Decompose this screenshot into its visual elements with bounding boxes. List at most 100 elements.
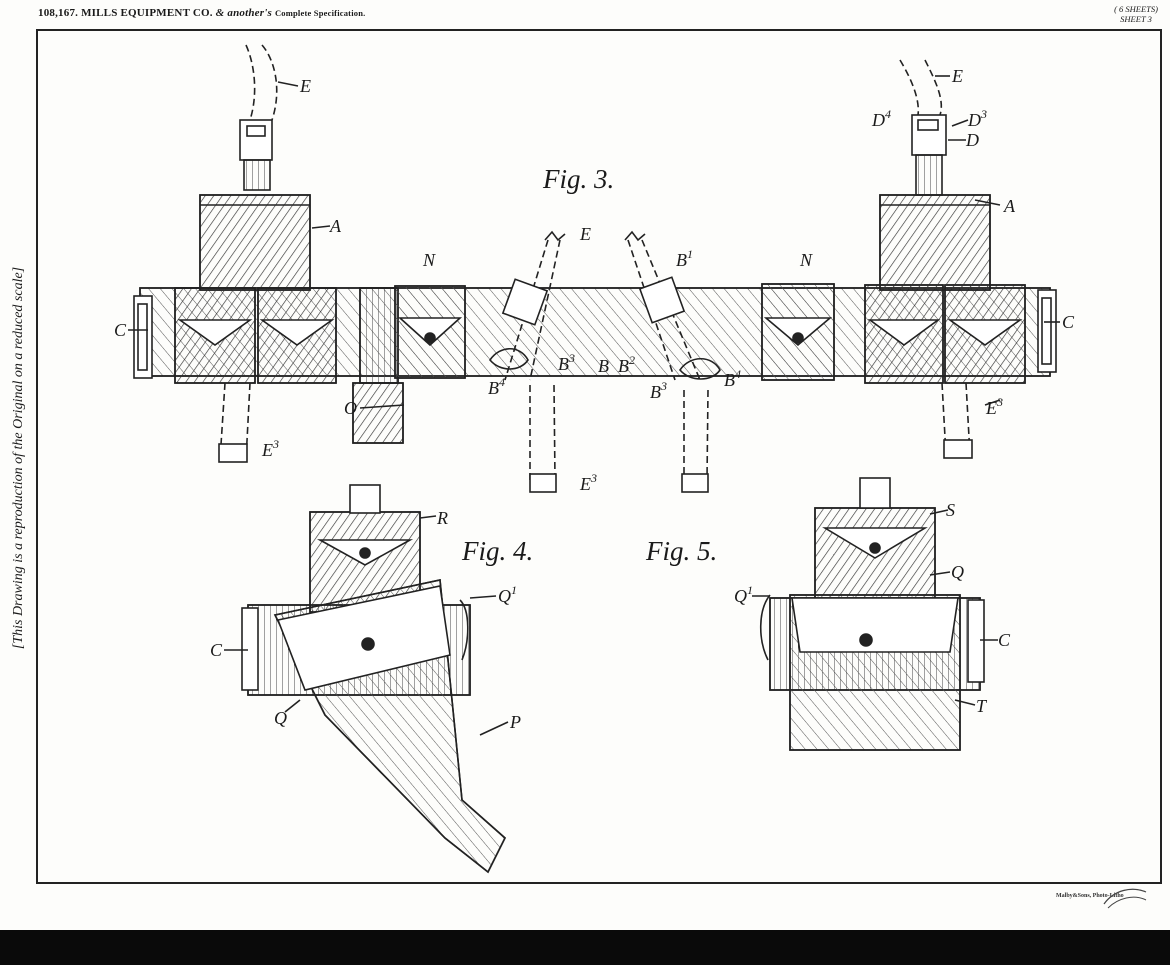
frog-o-base: [352, 382, 404, 444]
strap-e3-left-a: [219, 382, 226, 461]
leader-q-fig4: [284, 699, 301, 713]
pouch-a-left: [199, 194, 311, 291]
frog-o-base-outline: [352, 382, 404, 444]
brace-right-a: [627, 239, 676, 381]
frog-o: [359, 287, 399, 384]
strap-e3-left-tip: [218, 443, 248, 463]
hook-b4-left: [489, 347, 529, 370]
strap-e3-left-b: [245, 382, 251, 461]
leader-q-fig5: [929, 571, 951, 576]
patent-drawing: Fig. 3. Fig. 4. Fig. 5. E A C N O E B N …: [114, 44, 1075, 874]
pouch-a-right: [879, 194, 991, 291]
fig3-title: Fig. 3.: [542, 164, 614, 194]
label-q-fig4: Q: [274, 708, 287, 728]
label-p: P: [509, 712, 521, 732]
label-s: S: [946, 500, 955, 520]
buckle-d-right-slot: [917, 119, 939, 131]
pouch-n-right-outline: [761, 283, 835, 381]
fig3-drawing: [128, 44, 1060, 493]
label-o: O: [344, 398, 357, 418]
fig5-pouch-t-stud: [859, 633, 873, 647]
label-b4-right: B4: [724, 367, 741, 390]
label-q-fig5: Q: [951, 562, 964, 582]
flap-right-2: [947, 319, 1023, 346]
label-a-right: A: [1003, 196, 1016, 216]
brace-left-a: [504, 239, 549, 381]
buckle-d-left-slot: [246, 125, 266, 137]
label-a-left: A: [329, 216, 342, 236]
fig4-drawing: [224, 484, 509, 874]
patent-sheet: 108,167. MILLS EQUIPMENT CO. & another's…: [11, 4, 1162, 909]
leader-s: [929, 509, 949, 515]
fig4-pouch-r-stud: [359, 547, 371, 559]
strap-e3-center-left-tip: [529, 473, 557, 493]
brace-left-b: [529, 239, 561, 381]
leader-o: [359, 404, 405, 409]
strap-e-right-b: [924, 59, 943, 116]
leader-a-left: [311, 225, 331, 229]
label-d4: D4: [871, 107, 891, 130]
fig5-buckle: [967, 599, 985, 683]
label-n-right: N: [799, 250, 813, 270]
label-b: B: [598, 356, 609, 376]
leader-a-right: [974, 199, 1001, 206]
label-r: R: [436, 508, 448, 528]
label-e3-left: E3: [261, 437, 279, 460]
label-b3-right: B3: [650, 379, 667, 402]
leader-t: [954, 699, 976, 706]
label-e3-right: E3: [985, 395, 1003, 418]
header-title: 108,167. MILLS EQUIPMENT CO. & another's…: [38, 7, 365, 19]
label-t: T: [976, 696, 988, 716]
label-d: D: [965, 130, 979, 150]
flap-right-1: [867, 319, 941, 346]
label-b2: B2: [618, 353, 635, 376]
leader-r: [419, 515, 437, 519]
fig4-hook-q1: [459, 599, 469, 661]
sheet-info: ( 6 SHEETS) SHEET 3: [1114, 4, 1158, 24]
leader-q1-fig4: [469, 595, 497, 599]
label-d3: D3: [967, 107, 987, 130]
printer-stamp: Malby&Sons, Photo-Litho: [1056, 893, 1124, 899]
buckle-b1-left: [501, 278, 549, 326]
pouch-left-2-outline: [257, 287, 337, 384]
leader-e-left: [277, 81, 299, 87]
strap-break-right: [624, 230, 646, 242]
fig5-hook-q1: [759, 594, 771, 661]
label-e-center: E: [579, 224, 591, 244]
strap-e-left-b: [245, 44, 256, 121]
sheet-number: SHEET 3: [1120, 14, 1152, 24]
label-e-right: E: [951, 66, 963, 86]
label-e3-center: E3: [579, 471, 597, 494]
label-c-fig5: C: [998, 630, 1011, 650]
leader-p: [479, 721, 509, 736]
hook-b4-right: [679, 357, 721, 380]
fig5-pouch-t-outline: [789, 594, 961, 751]
pouch-n-left-flap: [397, 317, 463, 347]
spec-label: Complete Specification.: [274, 8, 366, 18]
fig5-pouch-t-flap: [791, 597, 959, 653]
fig5-top-clip: [859, 477, 891, 509]
strap-right-mid: [915, 154, 943, 196]
strap-e3-center-right-b: [706, 389, 709, 481]
fig5-pouch-s-stud: [869, 542, 881, 554]
fig4-buckle: [241, 607, 259, 691]
brace-right-b: [641, 239, 701, 381]
strap-e-right-a: [899, 59, 920, 116]
pouch-n-left-stud: [424, 332, 436, 344]
label-c-left: C: [114, 320, 127, 340]
fig4-top-clip: [349, 484, 381, 514]
buckle-d-right: [911, 114, 947, 156]
label-q1-fig4: Q1: [498, 583, 517, 606]
buckle-left-inner: [137, 303, 148, 371]
buckle-b1-right: [638, 276, 686, 324]
flap-left-2: [259, 319, 335, 346]
strap-break-left: [544, 230, 566, 242]
buckle-left: [133, 295, 153, 379]
fig4-holster-stud: [361, 637, 375, 651]
fig5-title: Fig. 5.: [645, 536, 717, 566]
bottom-bar: [0, 930, 1170, 965]
drawing-frame: [36, 29, 1162, 884]
sheets-count: ( 6 SHEETS): [1114, 4, 1158, 14]
fig4-title: Fig. 4.: [461, 536, 533, 566]
strap-left-mid: [243, 159, 271, 191]
